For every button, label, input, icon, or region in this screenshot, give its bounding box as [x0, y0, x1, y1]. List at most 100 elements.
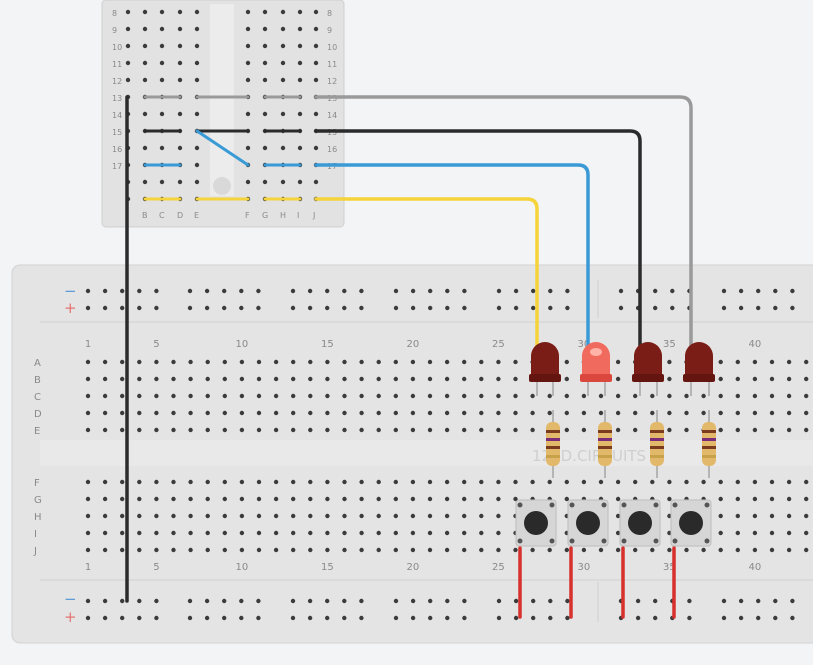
hole — [194, 60, 200, 66]
hole — [154, 513, 159, 519]
hole — [256, 615, 261, 621]
blue-jumper-diagonal[interactable] — [195, 129, 250, 167]
hole — [718, 376, 723, 382]
hole — [245, 26, 251, 32]
hole — [615, 513, 621, 519]
hole — [738, 288, 744, 294]
yellow-wire[interactable] — [314, 197, 539, 362]
hole — [513, 615, 519, 621]
hole — [376, 410, 381, 416]
hole — [615, 530, 621, 536]
pushbutton-1[interactable] — [515, 499, 557, 547]
hole — [102, 513, 108, 519]
black-wire[interactable] — [314, 129, 642, 362]
hole — [410, 393, 416, 399]
hole — [479, 359, 484, 365]
hole — [445, 615, 450, 621]
hole — [650, 410, 655, 416]
hole — [769, 547, 775, 553]
hole — [102, 496, 108, 502]
resistor-3[interactable] — [650, 410, 664, 478]
hole — [773, 598, 778, 604]
hole — [718, 359, 723, 365]
hole — [513, 479, 518, 485]
hole — [245, 60, 251, 66]
hole — [325, 530, 330, 536]
hole — [531, 615, 536, 621]
hole — [273, 513, 279, 519]
resistor-1[interactable] — [546, 410, 560, 478]
hole — [615, 410, 621, 416]
hole — [142, 145, 148, 151]
hole — [256, 496, 262, 502]
blue-wire[interactable] — [314, 163, 590, 357]
led-1[interactable] — [529, 342, 561, 396]
hole — [359, 513, 364, 519]
hole — [721, 305, 727, 311]
hole — [769, 359, 775, 365]
small-breadboard-notch — [213, 177, 231, 195]
hole — [194, 77, 200, 83]
hole — [291, 479, 296, 485]
hole — [194, 145, 200, 151]
hole — [222, 513, 227, 519]
resistor-2[interactable] — [598, 410, 612, 478]
hole — [188, 513, 193, 519]
hole — [410, 615, 416, 621]
hole — [177, 145, 183, 151]
hole — [137, 547, 142, 553]
hole — [297, 43, 303, 49]
hole — [325, 393, 330, 399]
hole — [513, 393, 518, 399]
hole — [756, 288, 761, 294]
hole — [297, 9, 303, 15]
hole — [297, 111, 303, 117]
hole — [769, 513, 775, 519]
gray-wire[interactable] — [314, 95, 693, 362]
hole — [376, 496, 381, 502]
hole — [273, 427, 279, 433]
hole — [701, 410, 706, 416]
hole — [297, 145, 303, 151]
column-number: 20 — [407, 562, 420, 573]
small-row-number: 10 — [327, 43, 337, 52]
hole — [291, 376, 296, 382]
hole — [256, 288, 261, 294]
pushbutton-3[interactable] — [619, 499, 661, 547]
hole — [102, 376, 108, 382]
hole — [667, 359, 672, 365]
hole — [204, 598, 210, 604]
hole — [735, 479, 740, 485]
hole — [290, 305, 296, 311]
hole — [790, 598, 795, 604]
hole — [786, 547, 792, 553]
led-3[interactable] — [632, 342, 664, 396]
hole — [615, 496, 621, 502]
hole — [262, 179, 268, 185]
hole — [120, 615, 125, 621]
hole — [171, 359, 176, 365]
hole — [615, 547, 621, 553]
hole — [565, 288, 570, 294]
hole — [222, 598, 227, 604]
hole — [142, 111, 148, 117]
led-2[interactable] — [580, 342, 612, 396]
hole — [684, 547, 689, 553]
pushbutton-2[interactable] — [567, 499, 609, 547]
pushbutton-4[interactable] — [670, 499, 712, 547]
hole — [547, 410, 552, 416]
small-row-number: 9 — [327, 26, 332, 35]
hole — [120, 359, 125, 365]
hole — [786, 376, 792, 382]
hole — [667, 479, 672, 485]
hole — [342, 410, 347, 416]
led-4[interactable] — [683, 342, 715, 396]
hole — [154, 598, 159, 604]
resistor-4[interactable] — [702, 410, 716, 478]
hole — [445, 598, 450, 604]
hole — [120, 376, 125, 382]
hole — [85, 288, 91, 294]
